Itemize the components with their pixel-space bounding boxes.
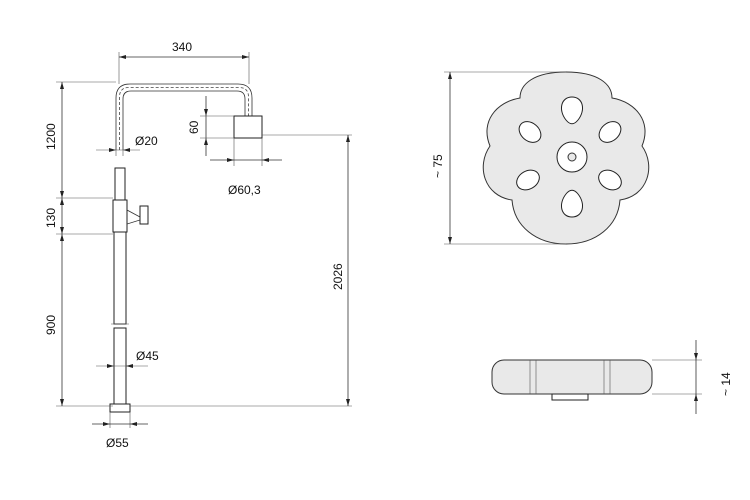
dim-mixer-height: 130 [44,208,58,228]
dim-total-height: 2026 [331,263,345,290]
petal-bottom-left [516,169,540,191]
shower-arm [115,83,253,150]
petal-bottom-right [598,169,622,191]
dim-arm-width: 340 [172,40,192,54]
upper-pipe [114,167,126,201]
center-boss-inner [567,152,577,162]
head-side-view: ~ 14 [491,340,733,414]
dim-head-thickness: ~ 14 [719,372,733,396]
head-face-view: ~ 75 [431,71,650,245]
dim-arm-diameter: Ø20 [135,134,158,148]
dim-upper-height: 1200 [44,123,58,150]
head-side-body [491,359,653,395]
dim-lower-height: 900 [44,315,58,335]
dim-pipe-diameter: Ø45 [136,349,159,363]
mixer-handle [139,205,149,225]
dim-face-size: ~ 75 [431,154,445,178]
arm-centerline [119,87,249,150]
base-flange [109,403,131,413]
dim-head-diameter: Ø60,3 [228,183,261,197]
shower-column-elevation: 340 1200 130 900 Ø20 60 [44,40,352,450]
petal-top-left [518,121,542,143]
head-side-boss [551,393,589,401]
petal-top-right [598,121,622,143]
dim-head-height: 60 [187,120,201,134]
petal-top [560,96,584,125]
lower-pipe [113,231,127,325]
dim-base-diameter: Ø55 [106,436,129,450]
mixer-body [112,199,128,233]
mixer-spout [126,209,141,225]
petal-bottom [560,189,584,218]
shower-head [233,115,263,139]
